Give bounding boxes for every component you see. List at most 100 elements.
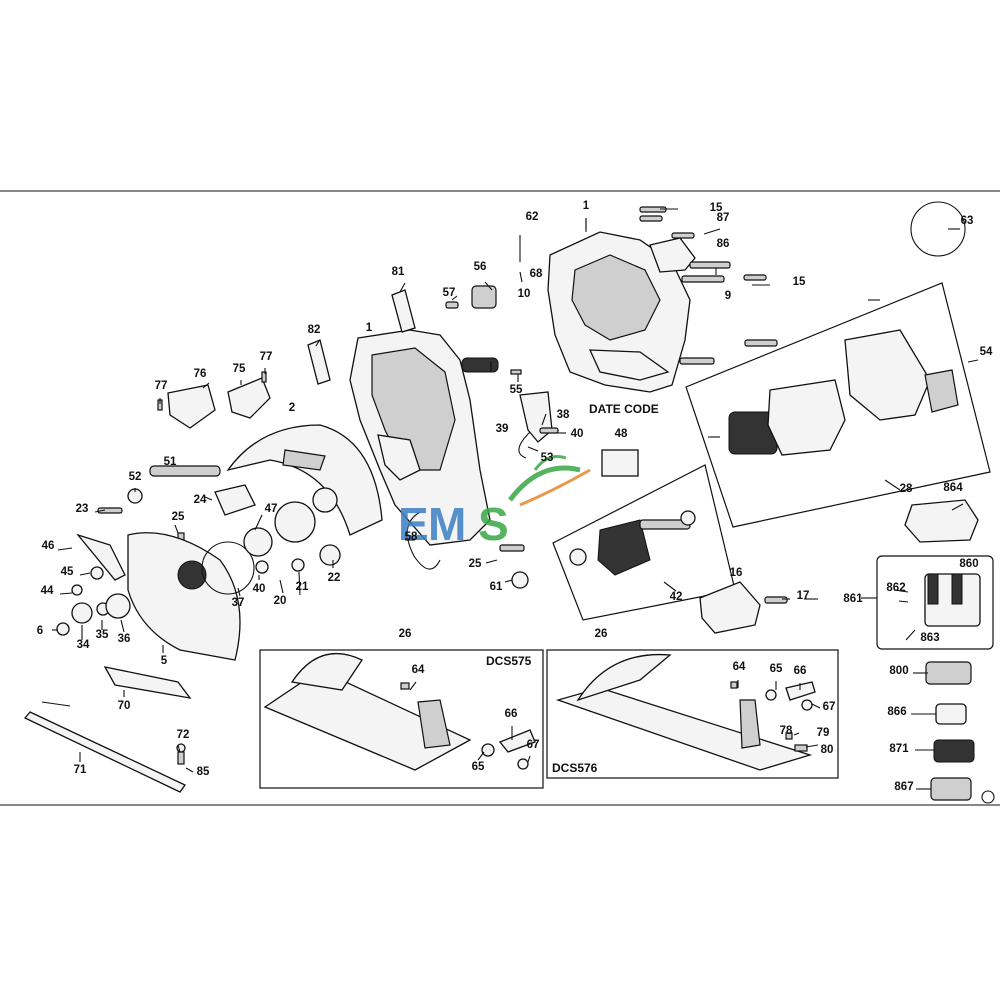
- leader-line: [202, 382, 210, 389]
- callout-number: 44: [41, 585, 54, 597]
- screw-set-top: [639, 206, 778, 365]
- accessory-800: [925, 661, 972, 685]
- callout-number: 15: [793, 276, 806, 288]
- callout-number: 21: [296, 581, 309, 593]
- leader-line: [409, 681, 417, 691]
- leader-line: [254, 514, 263, 531]
- copyright-mark: [981, 790, 995, 804]
- callout-number: 62: [526, 211, 539, 223]
- callout-number: 40: [253, 583, 266, 595]
- leader-line: [94, 509, 106, 513]
- callout-number: 66: [505, 708, 518, 720]
- callout-number: 52: [129, 471, 142, 483]
- callout-number: 85: [197, 766, 210, 778]
- callout-number: 22: [328, 572, 341, 584]
- callout-number: 25: [469, 558, 482, 570]
- leader-line: [805, 744, 819, 748]
- callout-number: 61: [490, 581, 503, 593]
- label-48: [601, 449, 639, 477]
- callout-number: 35: [96, 629, 109, 641]
- leader-line: [315, 340, 320, 347]
- callout-number: 45: [61, 566, 74, 578]
- callout-number: 77: [155, 380, 168, 392]
- leader-line: [893, 589, 909, 593]
- callout-number: 67: [823, 701, 836, 713]
- o-ring: [910, 201, 966, 257]
- callout-number: 24: [194, 494, 207, 506]
- leader-line: [811, 703, 821, 709]
- leader-line: [951, 503, 964, 511]
- ems-watermark: E M S: [398, 455, 591, 550]
- accessory-871: [933, 739, 975, 763]
- bracket-76: [167, 384, 216, 429]
- callout-number: 15: [710, 202, 723, 214]
- leader-line: [399, 282, 406, 293]
- callout-number: 26: [399, 628, 412, 640]
- callout-number: 65: [472, 761, 485, 773]
- leader-line: [519, 271, 523, 283]
- callout-number: 64: [412, 664, 425, 676]
- callout-number: 57: [443, 287, 456, 299]
- leader-line: [485, 559, 498, 564]
- label-tag: [307, 339, 331, 385]
- callout-number: 17: [797, 590, 810, 602]
- callout-number: 79: [817, 727, 830, 739]
- callout-number: 10: [518, 288, 531, 300]
- bracket-75: [227, 377, 271, 419]
- leader-line: [79, 572, 91, 576]
- callout-number: 1: [366, 322, 373, 334]
- callout-number: 42: [670, 591, 683, 603]
- svg-text:M: M: [428, 498, 466, 550]
- callout-number: 37: [232, 597, 245, 609]
- leader-line: [884, 479, 901, 491]
- callout-number: 76: [194, 368, 207, 380]
- callout-number: 46: [42, 540, 55, 552]
- callout-number: 36: [118, 633, 131, 645]
- callout-number: 6: [37, 625, 43, 637]
- callout-number: 67: [527, 739, 540, 751]
- leader-line: [298, 571, 301, 596]
- label-plate: [391, 289, 416, 333]
- callout-number: 86: [717, 238, 730, 250]
- leader-line: [120, 619, 125, 633]
- callout-number: 40: [571, 428, 584, 440]
- battery-pack-box: [876, 555, 994, 650]
- leader-line: [541, 413, 547, 426]
- callout-number: 72: [177, 729, 190, 741]
- leader-line: [59, 592, 73, 595]
- callout-number: 68: [530, 268, 543, 280]
- callout-number: 64: [733, 661, 746, 673]
- callout-number: 81: [392, 266, 405, 278]
- callout-number: 866: [887, 706, 906, 718]
- callout-number: 70: [118, 700, 131, 712]
- base-box-dcs576: [546, 649, 839, 779]
- callout-number: 5: [161, 655, 168, 667]
- callout-number: 2: [289, 402, 295, 414]
- leader-line: [204, 496, 213, 501]
- svg-text:E: E: [398, 498, 429, 550]
- callout-number: 54: [980, 346, 993, 358]
- callout-number: 80: [821, 744, 834, 756]
- blade-guard: [226, 424, 383, 543]
- switch-part: [471, 285, 497, 309]
- leader-line: [451, 295, 458, 301]
- accessory-866: [935, 703, 967, 725]
- callout-number: 9: [725, 290, 731, 302]
- motor-box: [685, 282, 991, 528]
- svg-text:S: S: [478, 498, 509, 550]
- callout-number: 78: [780, 725, 793, 737]
- callout-number: 34: [77, 639, 90, 651]
- callout-number: 63: [961, 215, 974, 227]
- callout-number: 800: [889, 665, 908, 677]
- leader-line: [663, 581, 677, 592]
- callout-number: 28: [900, 483, 913, 495]
- switch-trigger: [461, 357, 499, 373]
- model-label-dcs576: DCS576: [552, 761, 598, 775]
- leader-line: [185, 767, 194, 773]
- leader-line: [237, 587, 241, 597]
- callout-number: 53: [541, 452, 554, 464]
- leader-line: [477, 751, 485, 761]
- leader-line: [504, 579, 513, 583]
- callout-number: 861: [843, 593, 863, 605]
